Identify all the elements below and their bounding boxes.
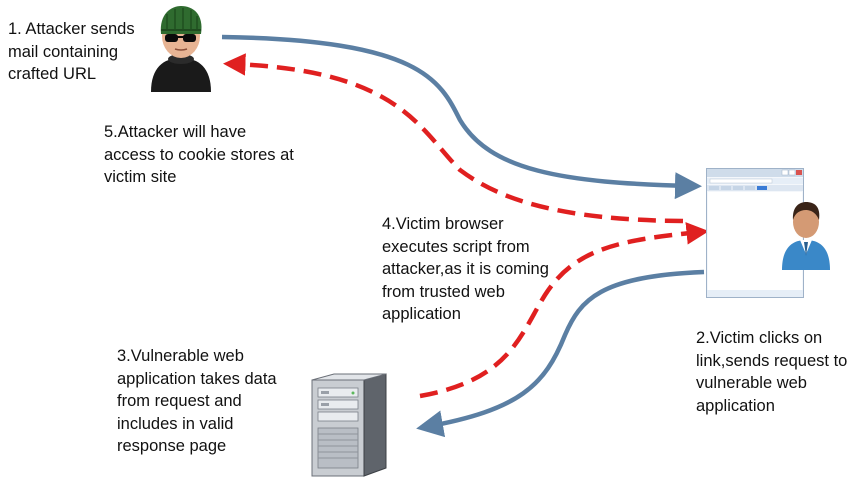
step-4-label: 4.Victim browser executes script from at… (382, 215, 549, 323)
victim-user-icon (782, 202, 830, 270)
step-5-label: 5.Attacker will have access to cookie st… (104, 123, 294, 186)
step-2-label: 2.Victim clicks on link,sends request to… (696, 329, 848, 415)
arrow-victim-to-attacker (223, 53, 684, 224)
browser-window-icon (706, 168, 804, 298)
web-server-icon (311, 373, 387, 477)
arrow-server-to-victim (419, 222, 709, 399)
arrow-attacker-to-victim (221, 34, 702, 200)
attacker-icon (151, 6, 211, 92)
step-1-label: 1. Attacker sends mail containing crafte… (8, 20, 135, 83)
step-3-label: 3.Vulnerable web application takes data … (117, 347, 277, 455)
arrow-victim-to-server (416, 269, 705, 438)
